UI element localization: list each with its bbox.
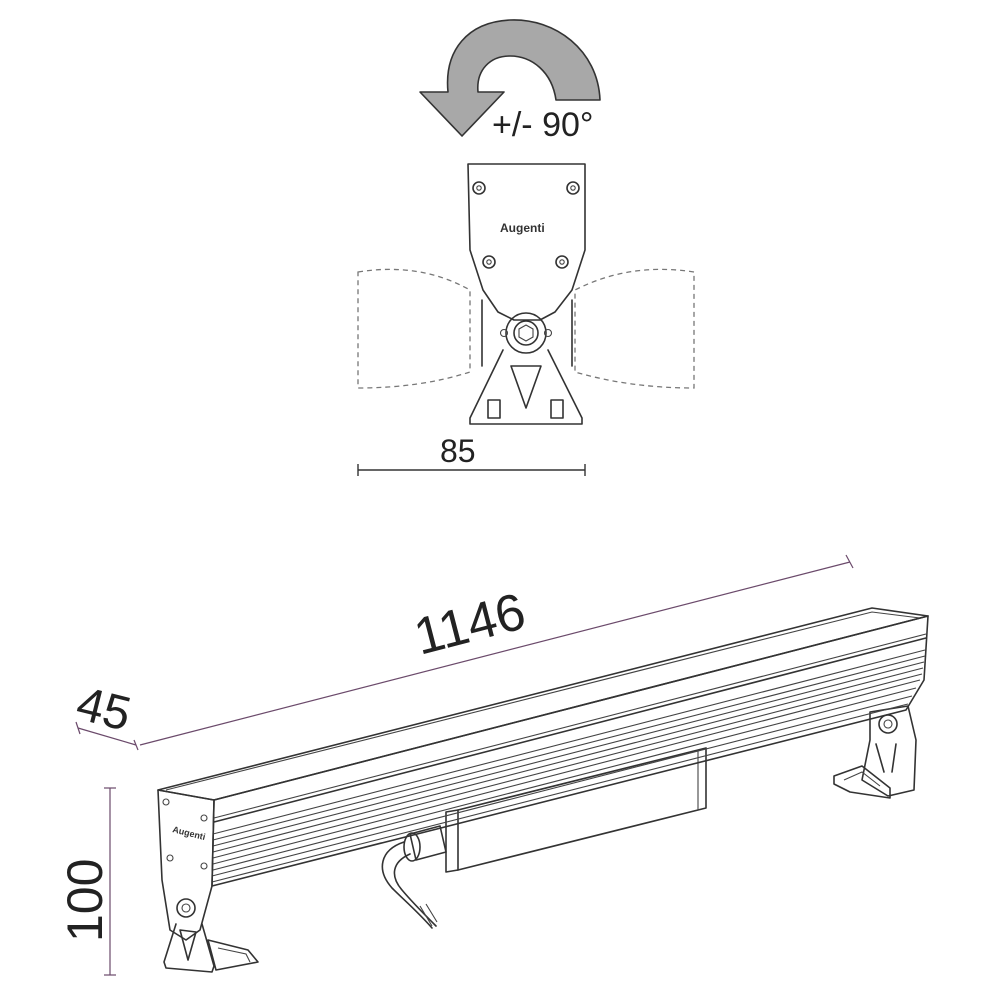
screw-icon <box>200 862 208 870</box>
bracket-plate <box>467 163 586 321</box>
perspective-view: 1146 45 100 <box>57 554 929 976</box>
arrow-pointer-icon <box>179 929 197 961</box>
driver-box <box>457 747 707 871</box>
rotation-label: +/- 90° <box>492 106 594 144</box>
screw-icon <box>566 181 580 195</box>
arrow-pointer-icon <box>510 365 542 409</box>
end-view: +/- 90° Augenti 85 <box>357 19 695 476</box>
screw-icon <box>482 255 496 269</box>
height-dimension-label: 100 <box>57 859 113 942</box>
rotated-profile-left <box>357 268 471 389</box>
cooling-ribs <box>211 649 926 883</box>
depth-dimension-label: 45 <box>71 677 136 741</box>
screw-icon <box>166 854 174 862</box>
length-dimension-label: 1146 <box>408 582 531 666</box>
base-foot <box>469 349 583 425</box>
rotated-profile-right <box>574 268 695 389</box>
screw-icon <box>472 181 486 195</box>
left-base-plate <box>207 939 259 971</box>
right-base-foot <box>833 765 891 799</box>
screw-icon <box>200 814 208 822</box>
pivot-knob-icon <box>878 714 898 734</box>
bar-top-face <box>157 607 929 801</box>
cable-gland <box>409 825 447 861</box>
screw-icon <box>555 255 569 269</box>
right-bracket <box>861 705 917 797</box>
left-bracket <box>157 789 215 941</box>
power-cable <box>381 841 433 929</box>
pivot-knob-icon <box>505 312 547 354</box>
left-base-foot <box>163 923 215 973</box>
brand-logo-side: Augenti <box>172 824 207 842</box>
pivot-knob-icon <box>176 898 196 918</box>
body-profile <box>481 299 573 367</box>
rotation-arrow-icon <box>419 19 601 137</box>
brand-logo-top: Augenti <box>500 221 545 235</box>
screw-icon <box>162 798 170 806</box>
width-dimension-label: 85 <box>440 433 476 469</box>
